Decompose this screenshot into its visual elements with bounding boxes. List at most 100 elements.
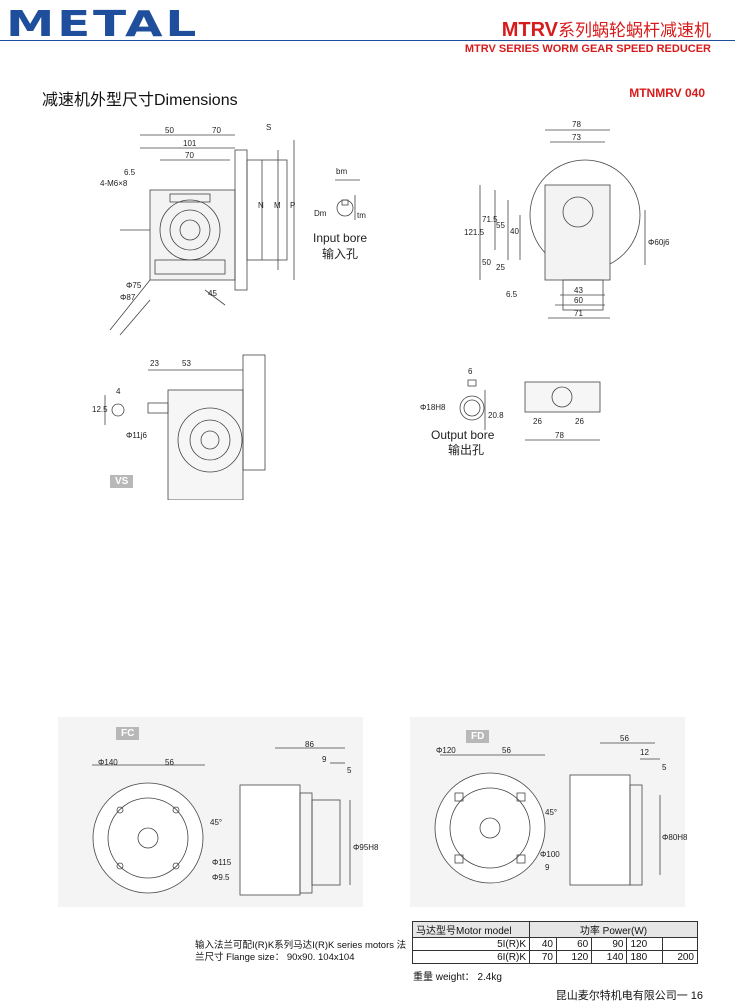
dim-12-5: 12.5 — [92, 405, 108, 414]
motor-power-table: 马达型号Motor model 功率 Power(W) 5I(R)K 40 60… — [412, 921, 699, 964]
dim-45-fd: 45° — [545, 808, 557, 817]
output-bore-label-en: Output bore — [431, 428, 495, 442]
flange-note-line2: 兰尺寸 Flange size： 90x90. 104x104 — [195, 952, 355, 963]
table-header-row: 马达型号Motor model 功率 Power(W) — [412, 921, 698, 938]
dim-phi87: Φ87 — [120, 293, 136, 302]
dim-50-side: 50 — [482, 258, 491, 267]
cell-power: 200 — [661, 950, 699, 964]
dim-phi100: Φ100 — [540, 850, 560, 859]
cell-model: 5I(R)K — [412, 937, 530, 951]
dim-phi75: Φ75 — [126, 281, 142, 290]
dim-78-a: 78 — [572, 120, 581, 129]
label-s: S — [266, 123, 271, 132]
output-bore-drawing — [459, 379, 601, 441]
dim-86: 86 — [305, 740, 314, 749]
fc-flange-drawing — [92, 747, 351, 896]
dim-25: 25 — [496, 263, 505, 272]
dim-121-5: 121.5 — [464, 228, 485, 237]
dim-phi9-5: Φ9.5 — [212, 873, 230, 882]
series-name-cn: 系列蜗轮蜗杆减速机 — [558, 21, 711, 40]
series-name-en: MTRV SERIES WORM GEAR SPEED REDUCER — [464, 43, 711, 55]
flange-note-line1: 输入法兰可配I(R)K系列马达I(R)K series motors 法 — [195, 940, 407, 951]
dim-phi140: Φ140 — [98, 758, 118, 767]
output-bore-label-cn: 输出孔 — [448, 442, 484, 457]
dim-5-fc: 5 — [347, 766, 352, 775]
dim-phi18: Φ18H8 — [420, 403, 446, 412]
weight-note: 重量 weight： 2.4kg — [413, 972, 502, 983]
cell-power: 60 — [555, 937, 593, 951]
header-motor-model: 马达型号Motor model — [412, 921, 530, 938]
dim-26-b: 26 — [575, 417, 584, 426]
dim-6-5-side: 6.5 — [506, 290, 518, 299]
dim-9-fd: 9 — [545, 863, 550, 872]
label-m6x8: 4-M6×8 — [100, 179, 128, 188]
cell-power: 90 — [591, 937, 628, 951]
dim-60: 60 — [574, 296, 583, 305]
dim-70-b: 70 — [185, 151, 194, 160]
dim-73: 73 — [572, 133, 581, 142]
dim-4: 4 — [116, 387, 121, 396]
header-rule — [0, 40, 735, 41]
dim-70-a: 70 — [212, 126, 221, 135]
label-n: N — [258, 201, 264, 210]
model-code: MTNMRV 040 — [629, 86, 705, 100]
dim-45-fc: 45° — [210, 818, 222, 827]
cell-power — [661, 937, 699, 951]
cell-model: 6I(R)K — [412, 950, 530, 964]
input-bore-label-cn: 输入孔 — [322, 246, 358, 261]
table-row: 5I(R)K 40 60 90 120 — [412, 937, 699, 951]
side-view-drawing — [479, 129, 646, 319]
label-bm: bm — [336, 167, 347, 176]
brand-logo: METAL — [6, 4, 200, 45]
cell-power: 70 — [529, 950, 557, 964]
label-tm: tm — [357, 211, 366, 220]
badge-vs: VS — [110, 475, 134, 488]
dim-12: 12 — [640, 748, 649, 757]
cell-power: 120 — [626, 937, 663, 951]
dim-56-fc: 56 — [165, 758, 174, 767]
cell-power: 180 — [626, 950, 663, 964]
dim-53: 53 — [182, 359, 191, 368]
dim-phi80h8: Φ80H8 — [662, 833, 688, 842]
series-code: MTRV — [501, 19, 558, 41]
dim-20-8: 20.8 — [488, 411, 504, 420]
vs-view-drawing — [104, 354, 266, 500]
label-m: M — [274, 201, 281, 210]
cell-power: 140 — [591, 950, 628, 964]
dim-56-fd: 56 — [502, 746, 511, 755]
top-drawings: 50 70 101 70 S 6.5 4-M6×8 N M P Φ75 Φ87 … — [92, 120, 670, 500]
badge-fc: FC — [116, 727, 140, 740]
dim-43: 43 — [574, 286, 583, 295]
section-title: 减速机外型尺寸Dimensions — [42, 92, 238, 109]
series-title: MTRV系列蜗轮蜗杆减速机 — [502, 16, 711, 42]
label-p: P — [290, 201, 295, 210]
bottom-drawings: Φ140 56 45° Φ115 Φ9.5 86 9 5 Φ95H8 Φ120 … — [58, 717, 688, 907]
dim-71-5: 71.5 — [482, 215, 498, 224]
dim-78-out: 78 — [555, 431, 564, 440]
dim-phi115: Φ115 — [212, 858, 232, 867]
footer-company: 昆山麦尔特机电有限公司一 16 — [555, 990, 703, 1002]
dim-6: 6 — [468, 367, 473, 376]
dim-26-a: 26 — [533, 417, 542, 426]
dim-phi95h8: Φ95H8 — [353, 843, 379, 852]
dim-6-5: 6.5 — [124, 168, 136, 177]
dim-phi60: Φ60j6 — [648, 238, 670, 247]
dim-9-fc: 9 — [322, 755, 327, 764]
dim-101: 101 — [183, 139, 197, 148]
input-bore-drawing — [335, 179, 360, 220]
dim-56-fd-b: 56 — [620, 734, 629, 743]
dim-phi120: Φ120 — [436, 746, 456, 755]
dim-phi11: Φ11j6 — [126, 431, 147, 440]
dim-50: 50 — [165, 126, 174, 135]
table-row: 6I(R)K 70 120 140 180 200 — [412, 950, 699, 964]
dim-45: 45 — [208, 289, 217, 298]
dim-23: 23 — [150, 359, 159, 368]
input-bore-label-en: Input bore — [313, 231, 367, 245]
front-view-drawing — [109, 134, 295, 336]
dim-40: 40 — [510, 227, 519, 236]
cell-power: 120 — [555, 950, 593, 964]
header-power: 功率 Power(W) — [529, 921, 698, 938]
badge-fd: FD — [466, 730, 490, 743]
dim-55: 55 — [496, 221, 505, 230]
fd-flange-drawing — [434, 742, 661, 886]
